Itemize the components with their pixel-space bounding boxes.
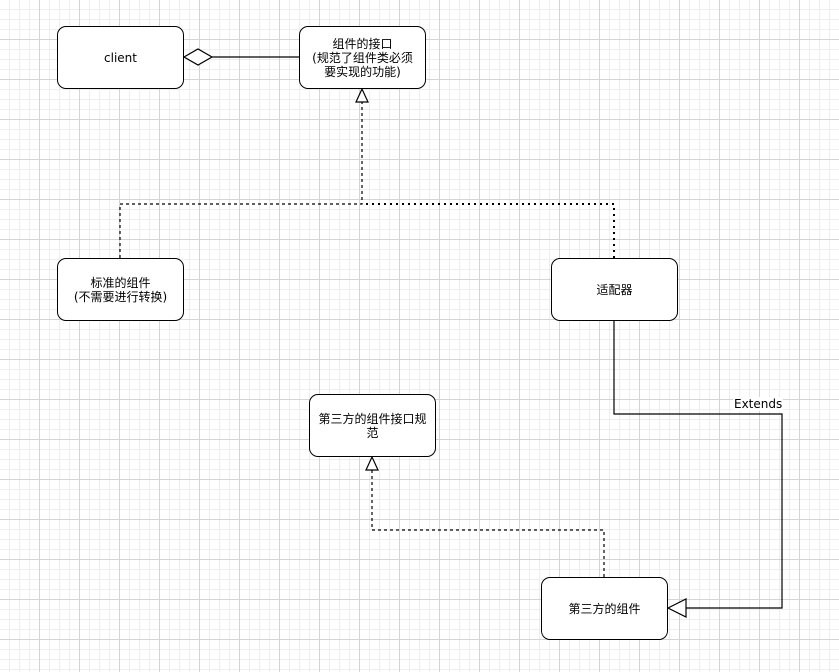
third-party-component-node[interactable]: 第三方的组件: [541, 577, 668, 640]
edge-adapter-to-interface[interactable]: [362, 203, 615, 258]
extends-edge-label: Extends: [733, 397, 784, 411]
component-interface-node-label: 组件的接口 (规范了组件类必须 要实现的功能): [312, 36, 413, 79]
third-party-interface-node-label: 第三方的组件接口规 范: [318, 411, 427, 440]
standard-component-node-label: 标准的组件 (不需要进行转换): [73, 275, 168, 304]
edge-standard-to-interface[interactable]: [119, 87, 369, 258]
third-party-interface-node[interactable]: 第三方的组件接口规 范: [309, 394, 436, 457]
hollow-triangle-arrow-icon: [666, 598, 687, 618]
third-party-component-node-label: 第三方的组件: [568, 601, 641, 616]
hollow-triangle-arrow-icon: [355, 87, 369, 103]
edge-client-to-interface[interactable]: [182, 48, 299, 66]
client-node-label: client: [104, 50, 137, 65]
adapter-node[interactable]: 适配器: [551, 258, 678, 321]
component-interface-node[interactable]: 组件的接口 (规范了组件类必须 要实现的功能): [299, 26, 426, 89]
edge-third-party-component-to-interface[interactable]: [365, 455, 605, 577]
adapter-node-label: 适配器: [596, 282, 633, 297]
standard-component-node[interactable]: 标准的组件 (不需要进行转换): [57, 258, 184, 321]
edge-adapter-to-third-party-component[interactable]: [613, 321, 783, 618]
hollow-triangle-arrow-icon: [365, 455, 379, 471]
client-node[interactable]: client: [57, 26, 184, 89]
aggregation-diamond-icon: [182, 48, 214, 66]
